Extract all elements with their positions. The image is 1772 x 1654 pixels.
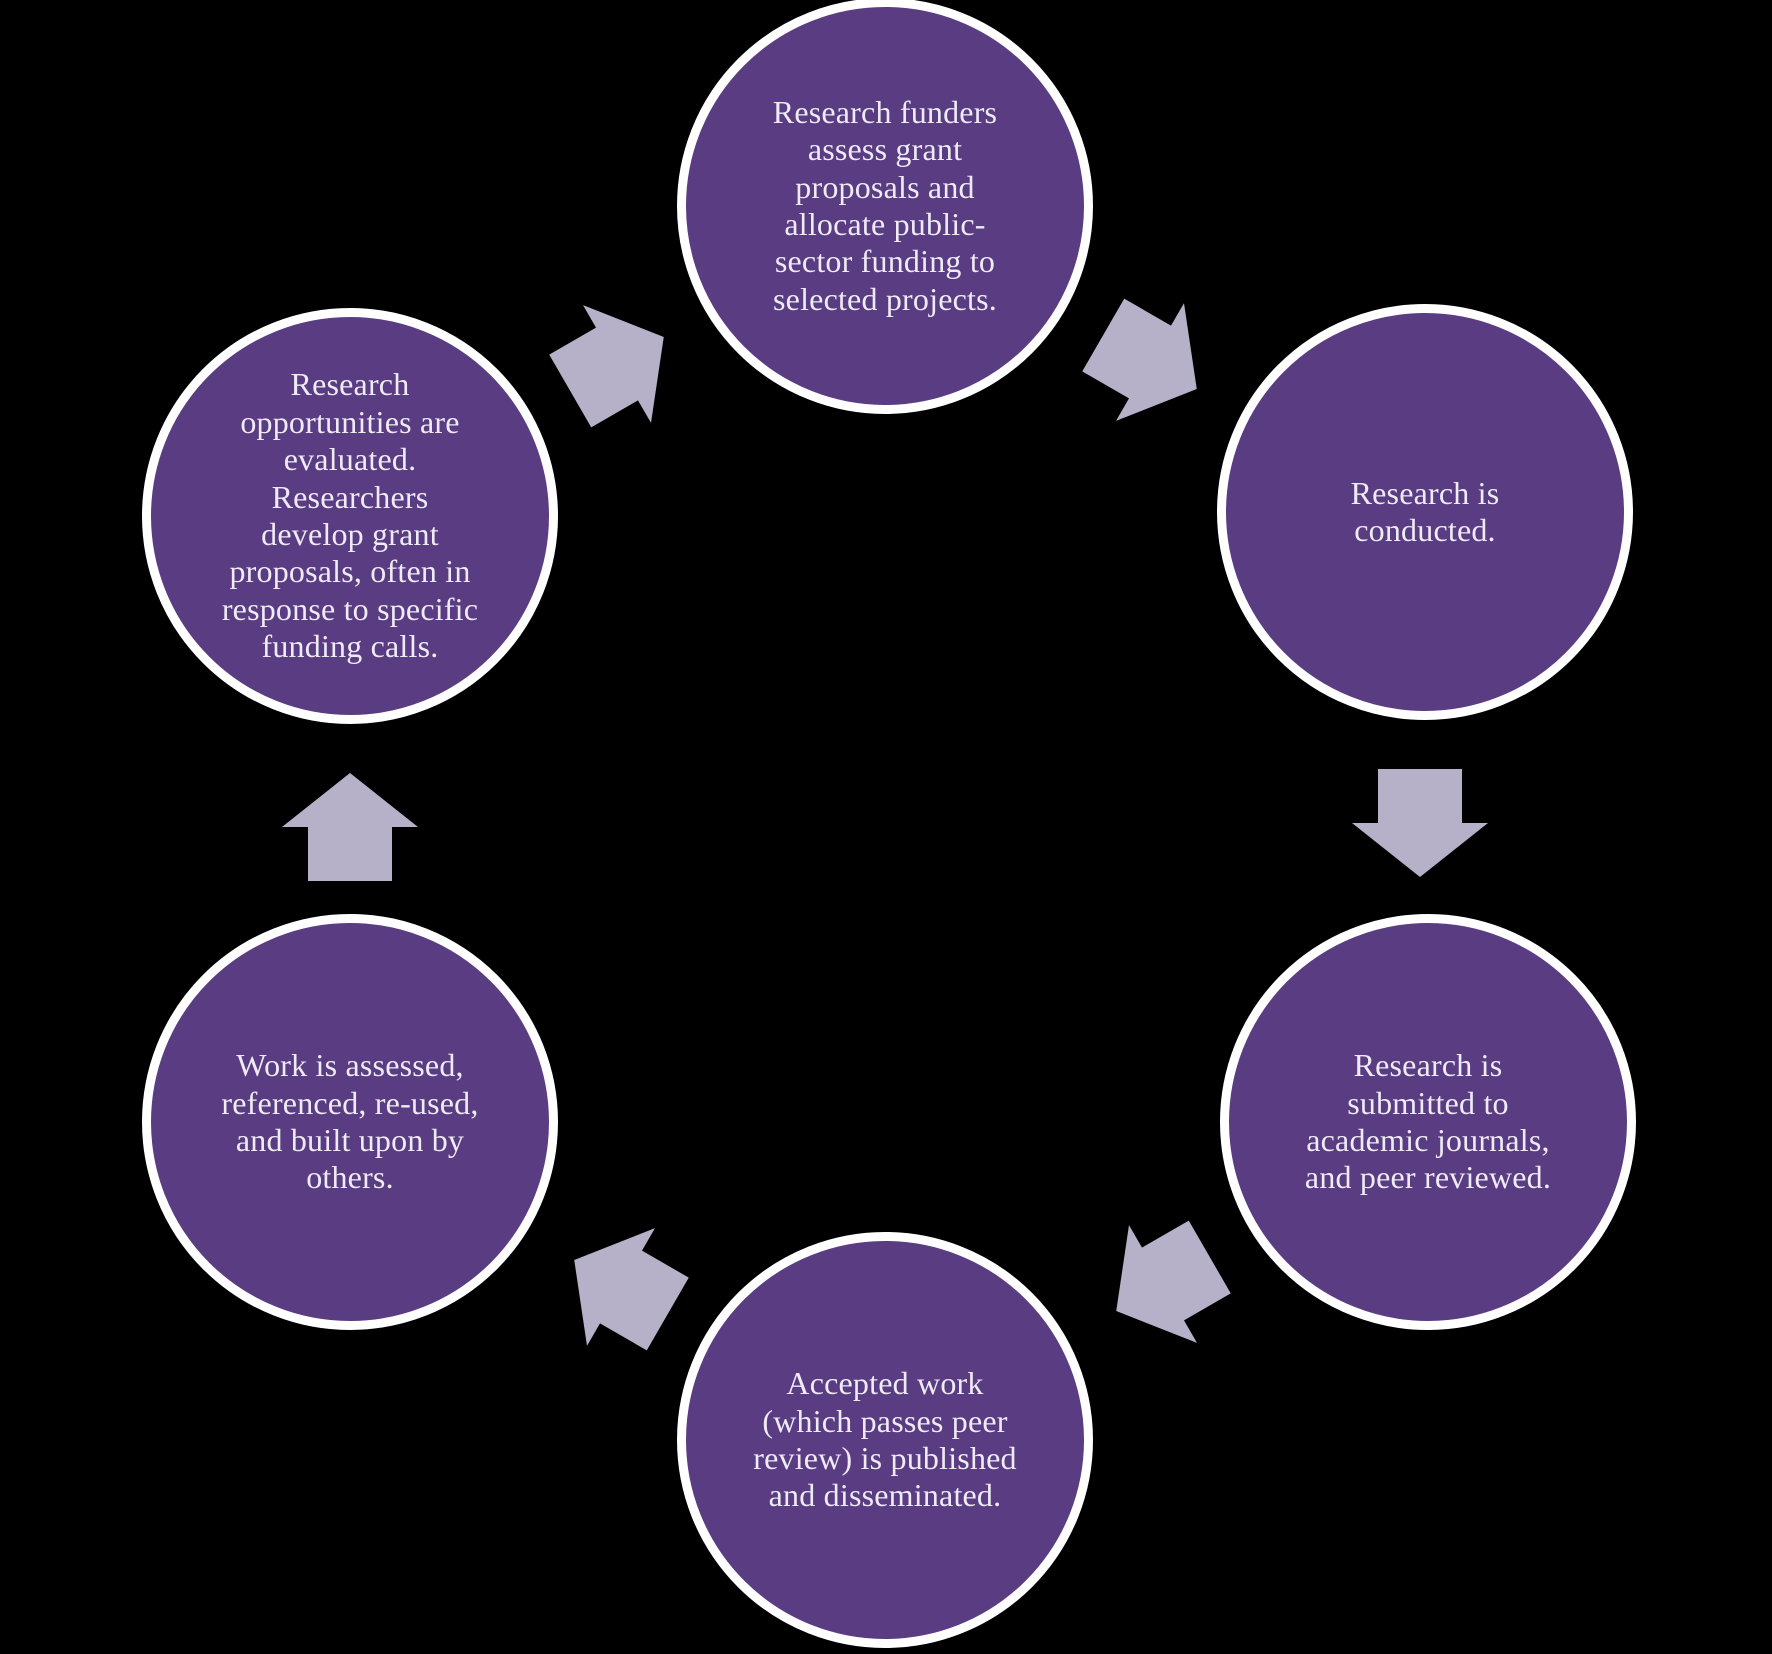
cycle-node-submission-peer-review: Research is submitted to academic journa…	[1220, 914, 1636, 1330]
cycle-node-assessment-reuse: Work is assessed, referenced, re-used, a…	[142, 914, 558, 1330]
flow-arrow-up-icon	[282, 773, 418, 881]
cycle-node-funding-allocation: Research funders assess grant proposals …	[677, 0, 1093, 414]
flow-arrow-up-right-icon	[549, 305, 664, 428]
cycle-node-publication-dissemination: Accepted work (which passes peer review)…	[677, 1232, 1093, 1648]
cycle-node-publication-dissemination-text: Accepted work (which passes peer review)…	[753, 1365, 1017, 1514]
cycle-node-proposal-development: Research opportunities are evaluated. Re…	[142, 308, 558, 724]
cycle-node-research-conducted-text: Research is conducted.	[1350, 474, 1500, 548]
cycle-node-assessment-reuse-text: Work is assessed, referenced, re-used, a…	[221, 1047, 479, 1196]
flow-arrow-down-right-icon	[1082, 298, 1197, 421]
cycle-node-submission-peer-review-text: Research is submitted to academic journa…	[1304, 1047, 1552, 1196]
cycle-node-proposal-development-text: Research opportunities are evaluated. Re…	[221, 366, 479, 665]
flow-arrow-down-icon	[1352, 769, 1488, 877]
cycle-node-research-conducted: Research is conducted.	[1217, 304, 1633, 720]
flow-arrow-up-left-icon	[574, 1228, 689, 1351]
flow-arrow-down-left-icon	[1116, 1220, 1231, 1343]
cycle-node-funding-allocation-text: Research funders assess grant proposals …	[772, 93, 998, 317]
